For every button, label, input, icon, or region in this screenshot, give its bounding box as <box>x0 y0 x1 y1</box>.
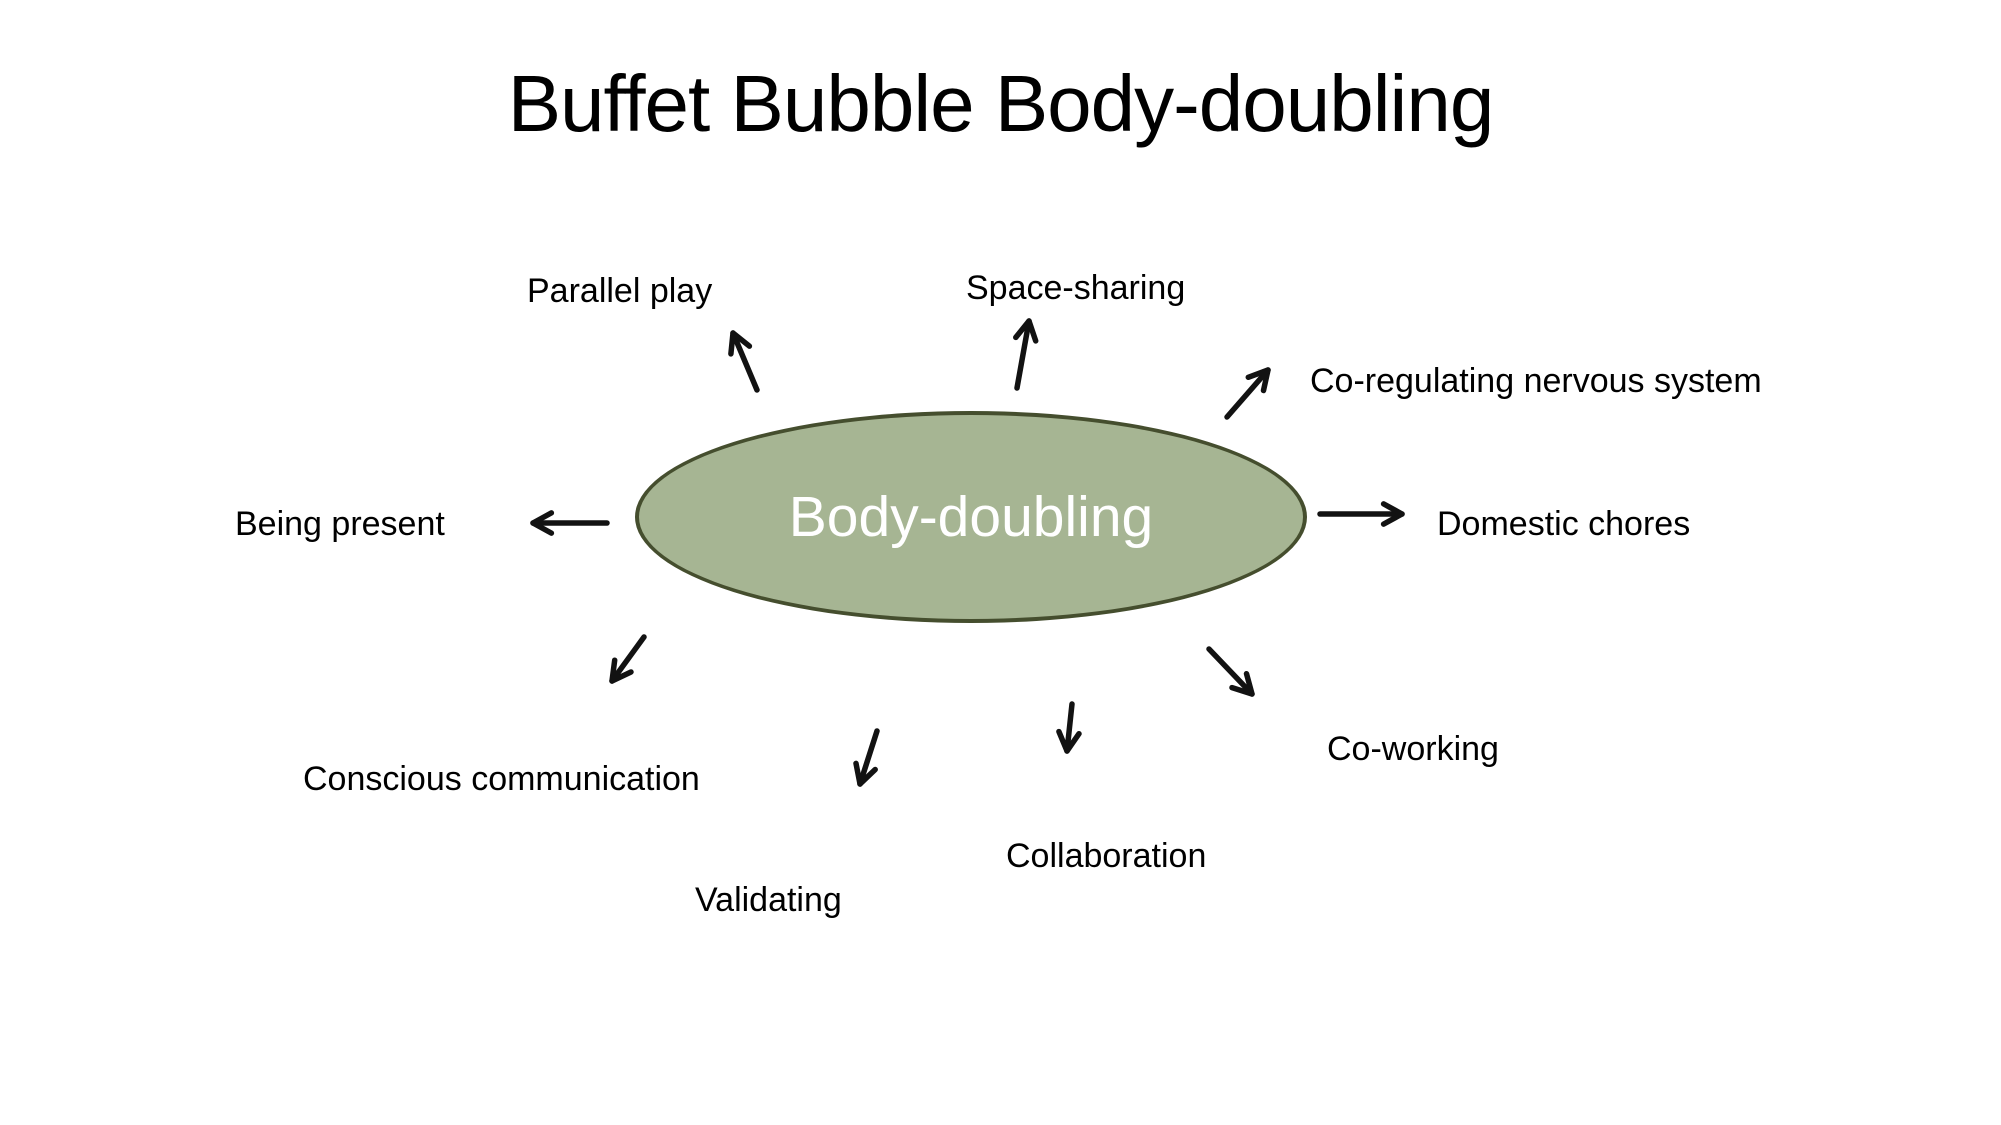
spoke-label-co-regulating-nervous-system: Co-regulating nervous system <box>1310 362 1762 400</box>
arrow-co-regulating <box>1224 367 1271 420</box>
spoke-label-space-sharing: Space-sharing <box>966 269 1186 307</box>
spoke-label-being-present: Being present <box>235 505 445 543</box>
arrow-space-sharing <box>1013 318 1039 391</box>
arrow-validating <box>853 728 880 787</box>
spoke-label-collaboration: Collaboration <box>1006 837 1207 875</box>
arrow-domestic-chores <box>1317 501 1405 527</box>
spoke-label-parallel-play: Parallel play <box>527 272 713 310</box>
spoke-label-domestic-chores: Domestic chores <box>1437 505 1691 543</box>
arrow-co-working <box>1206 646 1255 697</box>
spoke-label-conscious-communication: Conscious communication <box>303 760 700 798</box>
arrow-conscious-communication <box>609 634 647 684</box>
spoke-label-validating: Validating <box>695 881 842 919</box>
spoke-label-co-working: Co-working <box>1327 730 1499 768</box>
arrow-collaboration <box>1056 701 1082 754</box>
arrow-being-present <box>530 510 610 536</box>
diagram-title: Buffet Bubble Body-doubling <box>507 59 1495 148</box>
center-label: Body-doubling <box>788 485 1154 549</box>
arrow-parallel-play <box>728 330 760 393</box>
center-ellipse: Body-doubling <box>635 411 1307 623</box>
